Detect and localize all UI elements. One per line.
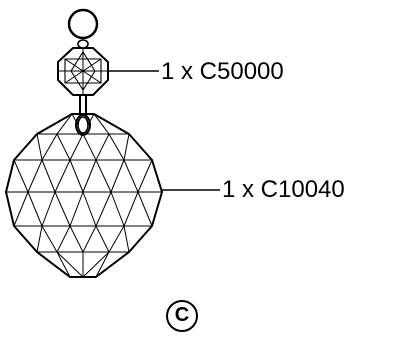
callout-c50000: 1 x C50000 [161,58,284,85]
variant-badge: C [166,300,198,332]
jump-ring-icon [67,8,99,40]
faceted-ball-prism-icon [5,113,163,278]
octagon-connector-icon [57,39,109,96]
callout-c10040: 1 x C10040 [222,176,345,203]
